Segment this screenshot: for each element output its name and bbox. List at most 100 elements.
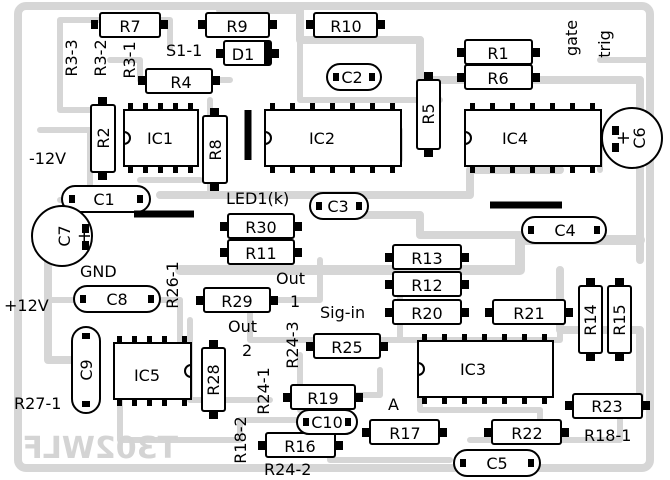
label-ic1: IC1 [147,129,173,148]
resistor-r13: R13 [385,244,469,270]
label-s1-1: S1-1 [166,41,202,60]
label-r5: R5 [419,103,438,124]
label-r9: R9 [226,17,247,36]
label-c4: C4 [554,221,575,240]
resistor-r23: R23 [565,393,650,419]
capacitor-c8: C8 [73,285,161,313]
resistor-r22: R22 [484,419,569,445]
label-c8: C8 [106,290,127,309]
resistor-r29: R29 [196,287,278,313]
capacitor-c2: C2 [326,63,382,91]
label-r24-2: R24-2 [264,460,311,479]
label-c7: C7 [55,225,74,246]
capacitor-c3: C3 [309,192,369,220]
capacitor-c7: C7 + [31,205,95,267]
resistor-r30: R30 [220,213,302,239]
label-r18-2: R18-2 [231,416,250,463]
label-r14: R14 [581,304,600,335]
capacitor-c5: C5 [453,449,541,477]
resistor-r2: R2 [90,97,116,180]
label-a: A [388,395,399,414]
label-r23: R23 [591,397,622,416]
label-r11: R11 [245,244,276,263]
capacitor-c1: C1 [61,185,151,213]
resistor-r11: R11 [220,239,302,265]
label-r18-1: R18-1 [584,426,631,445]
resistor-r15: R15 [607,278,632,361]
label-r10: R10 [330,17,361,36]
label-r25: R25 [331,338,362,357]
resistors: R7 R9 R10 R1 R6 R4 R [90,12,650,458]
resistor-r8: R8 [202,108,228,191]
ic-ic2: IC2 [264,103,402,173]
resistor-r12: R12 [385,271,469,297]
label-r22: R22 [511,424,542,443]
label-r2: R2 [94,127,113,148]
label-r1: R1 [487,44,508,63]
resistor-r4: R4 [138,68,220,94]
label-r3-2: R3-2 [91,39,110,76]
label-c6-plus: + [613,130,634,145]
label-ic3: IC3 [460,360,486,379]
board-logo-mirrored: T302WLF [22,431,178,466]
label-out1-number: 1 [290,292,300,311]
label-out1: Out [276,269,305,288]
label-r24-3: R24-3 [283,321,302,368]
label-ic5: IC5 [134,366,160,385]
integrated-circuits: IC1 IC2 IC4 IC [113,103,602,406]
resistor-r20: R20 [385,299,469,325]
resistor-r25: R25 [306,333,388,359]
resistor-r5: R5 [416,72,441,157]
ic-ic5: IC5 [113,336,192,406]
capacitor-c10: C10 [296,409,358,435]
label-trig: trig [595,30,614,57]
label-plus-12v: +12V [4,296,49,315]
label-r16: R16 [284,437,315,456]
label-r4: R4 [170,73,191,92]
label-r26-1: R26-1 [163,261,182,308]
ic-ic4: IC4 [464,103,602,173]
label-c6: C6 [630,127,649,148]
resistor-r28: R28 [201,340,226,419]
label-r30: R30 [245,218,276,237]
label-c10: C10 [311,413,343,432]
label-d1: D1 [232,45,255,64]
label-r7: R7 [119,17,140,36]
capacitor-c9: C9 [71,326,101,414]
label-r8: R8 [206,139,225,160]
resistor-r6: R6 [457,64,540,90]
label-r21: R21 [513,304,544,323]
label-led1: LED1(k) [226,189,289,208]
resistor-r10: R10 [306,12,385,38]
wire-jumpers [134,110,562,218]
label-r15: R15 [610,304,629,335]
label-r27-1: R27-1 [14,394,61,413]
ic-ic3: IC3 [417,334,554,404]
label-c1: C1 [93,190,114,209]
resistor-r1: R1 [457,39,540,65]
resistor-r19: R19 [283,384,363,410]
label-minus-12v: -12V [29,149,66,168]
label-r29: R29 [221,292,252,311]
resistor-r14: R14 [578,278,603,361]
label-c9: C9 [77,359,96,380]
label-r24-1: R24-1 [254,367,273,414]
resistor-r17: R17 [362,419,447,445]
resistor-r9: R9 [198,12,277,38]
label-r3-3: R3-3 [62,39,81,76]
label-c2: C2 [341,68,362,87]
label-r20: R20 [411,304,442,323]
resistor-r7: R7 [91,12,168,38]
resistor-r16: R16 [258,432,343,458]
label-r13: R13 [411,249,442,268]
board-labels: R3-3 R3-2 R3-1 S1-1 gate trig -12V LED1(… [4,20,631,479]
label-r3-1: R3-1 [120,41,139,78]
label-c7-plus: + [74,228,95,243]
label-out2: Out [228,317,257,336]
label-r17: R17 [389,424,420,443]
label-gnd: GND [80,262,117,281]
label-r28: R28 [204,364,223,395]
label-gate: gate [562,20,581,56]
label-r12: R12 [411,276,442,295]
